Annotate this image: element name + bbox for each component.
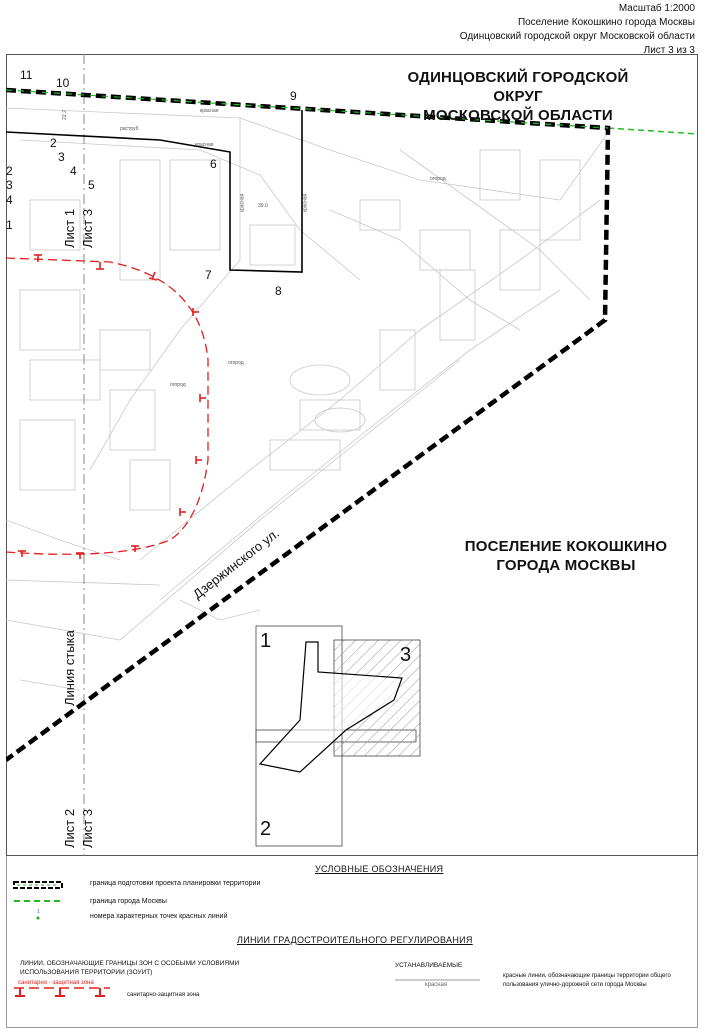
point-4: 4 xyxy=(70,164,77,178)
point-10: 10 xyxy=(56,76,70,90)
junction-line-label: Линия стыка xyxy=(62,630,77,706)
legend xyxy=(6,856,698,1028)
point-2-left: 2 xyxy=(6,164,13,178)
basemap xyxy=(6,107,611,691)
point-3: 3 xyxy=(58,150,65,164)
legend-point-marker: 1 xyxy=(37,909,40,915)
point-2: 2 xyxy=(50,136,57,150)
legend-szz-label: санитарно-защитная зона xyxy=(127,992,200,998)
label-krasnaya-2: красная xyxy=(195,142,214,148)
region-kokoshkino-line1: ПОСЕЛЕНИЕ КОКОШКИНО xyxy=(464,538,668,555)
map-canvas xyxy=(6,54,698,856)
legend-szz-sample: санитарно - защитная зона xyxy=(18,980,94,986)
sheet-number: Лист 3 из 3 xyxy=(643,45,695,56)
label-rastrub: раструб xyxy=(120,126,139,132)
sheet-label-top-3: Лист 3 xyxy=(80,208,95,248)
legend-red-desc: красные линии, обозначающие границы терр… xyxy=(503,973,671,988)
scale-text: Масштаб 1:2000 xyxy=(618,3,695,14)
label-krasnaya-3: красная xyxy=(239,193,246,213)
inset-sheet-1: 1 xyxy=(260,630,272,652)
sanitary-zone-ticks xyxy=(18,254,206,559)
label-krasnaya-1: красная xyxy=(200,108,219,114)
label-ogorod-1: огород xyxy=(430,176,446,182)
region-odintsovo-line1: ОДИНЦОВСКИЙ ГОРОДСКОЙ ОКРУГ xyxy=(407,69,629,105)
sanitary-zone-line xyxy=(6,257,209,555)
point-9: 9 xyxy=(290,89,297,103)
sheet-label-bottom-2: Лист 2 xyxy=(62,808,77,848)
header-settlement: Поселение Кокошкино города Москвы xyxy=(517,17,695,28)
legend-red-sample: красная xyxy=(425,982,448,988)
legend-symbols xyxy=(13,881,480,997)
label-dim: 39.0 xyxy=(258,203,268,209)
legend-item-moscow-border: граница города Москвы xyxy=(90,898,167,905)
sheet-label-bottom-3: Лист 3 xyxy=(80,808,95,848)
point-4-left: 4 xyxy=(6,193,13,207)
region-odintsovo-line2: МОСКОВСКОЙ ОБЛАСТИ xyxy=(423,107,613,124)
legend-item-project-boundary: граница подготовки проекта планировки те… xyxy=(90,880,261,887)
point-7: 7 xyxy=(205,268,212,282)
point-3-left: 3 xyxy=(6,178,13,192)
point-1: 1 xyxy=(6,218,13,232)
sheet-inset xyxy=(255,625,421,847)
point-5: 5 xyxy=(88,178,95,192)
sheet-label-top-1: Лист 1 xyxy=(62,208,77,248)
legend-established: УСТАНАВЛИВАЕМЫЕ xyxy=(395,962,463,969)
red-line-path xyxy=(6,110,303,273)
inset-sheet-2: 2 xyxy=(260,818,272,840)
region-kokoshkino-line2: ГОРОДА МОСКВЫ xyxy=(496,557,636,574)
point-6: 6 xyxy=(210,157,217,171)
label-krasnaya-4: красная xyxy=(302,193,309,213)
region-kokoshkino: ПОСЕЛЕНИЕ КОКОШКИНО ГОРОДА МОСКВЫ xyxy=(436,537,696,575)
inset-sheet-3: 3 xyxy=(400,644,412,666)
moscow-border-line xyxy=(607,127,698,135)
region-odintsovo: ОДИНЦОВСКИЙ ГОРОДСКОЙ ОКРУГ МОСКОВСКОЙ О… xyxy=(388,68,648,125)
legend-item-point-numbers: номера характерных точек красных линий xyxy=(90,913,228,920)
legend-section-title: ЛИНИИ ГРАДОСТРОИТЕЛЬНОГО РЕГУЛИРОВАНИЯ xyxy=(237,935,473,945)
map-frame xyxy=(6,54,698,856)
point-11: 11 xyxy=(20,68,33,82)
label-222: 22.2 xyxy=(61,110,68,120)
point-8: 8 xyxy=(275,284,282,298)
label-ogorod-2: огород xyxy=(228,360,244,366)
label-ogorod-3: огород xyxy=(170,382,186,388)
legend-title: УСЛОВНЫЕ ОБОЗНАЧЕНИЯ xyxy=(315,864,444,874)
map-header: Масштаб 1:2000 Поселение Кокошкино город… xyxy=(460,2,695,58)
header-district: Одинцовский городской округ Московской о… xyxy=(459,31,695,42)
legend-zouit-title: ЛИНИИ, ОБОЗНАЧАЮЩИЕ ГРАНИЦЫ ЗОН С ОСОБЫМ… xyxy=(20,960,240,976)
